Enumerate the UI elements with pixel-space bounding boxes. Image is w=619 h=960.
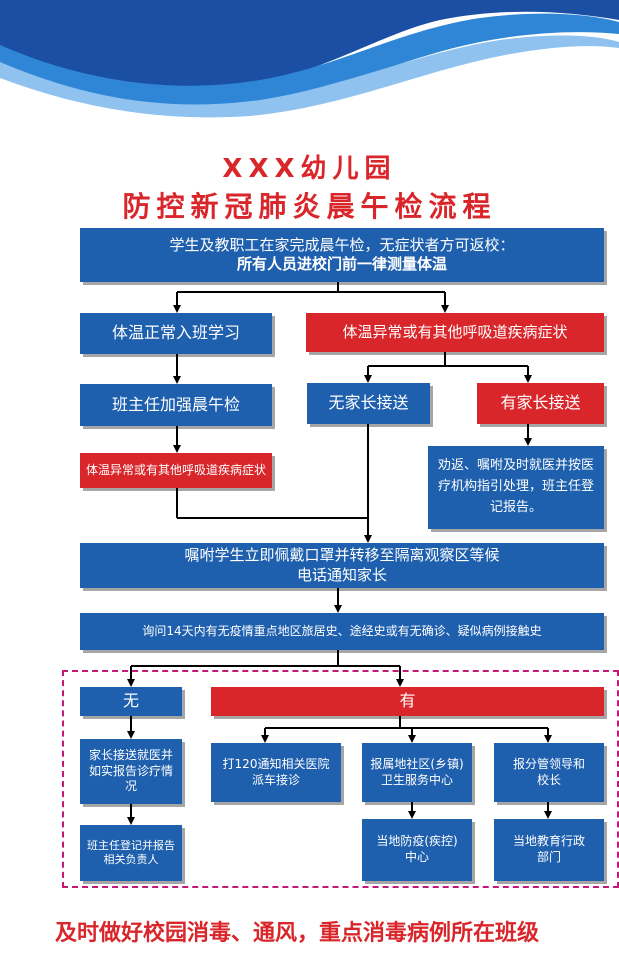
title-process: 防控新冠肺炎晨午检流程 (122, 190, 497, 223)
yes-step-cdc: 当地防疫(疾控)中心 (362, 819, 472, 881)
no-step-seek-care: 家长接送就医并如实报告诊疗情况 (80, 739, 182, 804)
branch-no: 无 (80, 687, 182, 716)
no-step-register: 班主任登记并报告相关负责人 (80, 825, 182, 881)
step-entry-line1: 学生及教职工在家完成晨午检，无症状者方可返校： (169, 235, 515, 254)
yes-step-community-health: 报属地社区(乡镇)卫生服务中心 (362, 743, 472, 802)
step-inquire: 询问14天内有无疫情重点地区旅居史、途经史或有无确诊、疑似病例接触史 (80, 613, 604, 650)
step-isolate-line2: 电话通知家长 (296, 565, 387, 584)
step-temp-normal: 体温正常入班学习 (80, 313, 272, 354)
step-teacher-check: 班主任加强晨午检 (80, 384, 272, 426)
step-no-parent: 无家长接送 (307, 383, 430, 424)
branch-region-frame (62, 670, 619, 888)
header-wave (0, 0, 619, 118)
step-isolate: 嘱咐学生立即佩戴口罩并转移至隔离观察区等候 电话通知家长 (80, 543, 604, 588)
step-temp-abnormal: 体温异常或有其他呼吸道疾病症状 (306, 313, 604, 352)
title-kindergarten: XXX幼儿园 (222, 154, 397, 184)
step-entry-line2: 所有人员进校门前一律测量体温 (236, 255, 447, 273)
step-entry-check: 学生及教职工在家完成晨午检，无症状者方可返校： 所有人员进校门前一律测量体温 (80, 228, 604, 282)
bottom-disinfection-note: 及时做好校园消毒、通风，重点消毒病例所在班级 (55, 921, 540, 946)
yes-step-call-120: 打120通知相关医院派车接诊 (211, 743, 341, 802)
step-has-parent: 有家长接送 (477, 383, 604, 424)
step-has-parent-note: 劝返、嘱咐及时就医并按医疗机构指引处理，班主任登记报告。 (428, 446, 604, 529)
step-abnormal-found: 体温异常或有其他呼吸道疾病症状 (80, 453, 272, 488)
branch-yes: 有 (211, 687, 604, 716)
yes-step-education-dept: 当地教育行政部门 (494, 819, 604, 881)
step-isolate-line1: 嘱咐学生立即佩戴口罩并转移至隔离观察区等候 (184, 546, 500, 564)
yes-step-report-principal: 报分管领导和校长 (494, 743, 604, 802)
